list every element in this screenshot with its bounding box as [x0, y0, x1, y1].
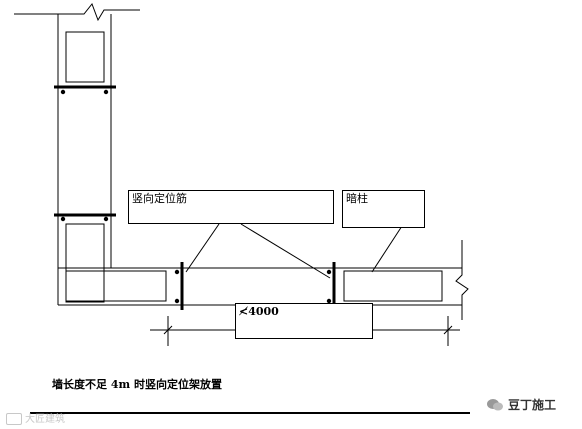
- dimension-slash-right: [443, 325, 453, 335]
- figure-caption: 墙长度不足 4m 时竖向定位架放置: [52, 378, 222, 391]
- horizontal-column-section-right: [343, 270, 443, 302]
- rebar-dot: [174, 269, 180, 275]
- watermark-left-text: 大匠建筑: [25, 414, 65, 425]
- vertical-column-section-bottom: [65, 223, 105, 303]
- leader-line-3: [371, 225, 403, 273]
- rebar-dot: [174, 298, 180, 304]
- camera-icon: [6, 413, 22, 425]
- dimension-label: ≮4000: [235, 303, 373, 339]
- rebar-dot: [60, 216, 66, 222]
- watermark-left: 大匠建筑: [6, 410, 65, 425]
- rebar-dot: [60, 89, 66, 95]
- vertical-positioning-bar-label: 竖向定位筋: [128, 190, 334, 224]
- leader-line-2: [240, 223, 331, 279]
- rebar-dot: [326, 269, 332, 275]
- hidden-column-label: 暗柱: [342, 190, 425, 228]
- horizontal-column-section-left: [65, 270, 167, 302]
- vertical-column-section-top: [65, 31, 105, 83]
- leader-line-1: [185, 223, 220, 273]
- rebar-dot: [326, 298, 332, 304]
- right-break-line: [455, 240, 469, 320]
- wechat-icon: [487, 398, 503, 410]
- top-break-line: [14, 3, 140, 22]
- rebar-dot: [103, 216, 109, 222]
- rebar-dot: [103, 89, 109, 95]
- watermark-right-text: 豆丁施工: [508, 398, 557, 412]
- watermark-right: 豆丁施工: [486, 396, 556, 413]
- dimension-slash-left: [163, 325, 173, 335]
